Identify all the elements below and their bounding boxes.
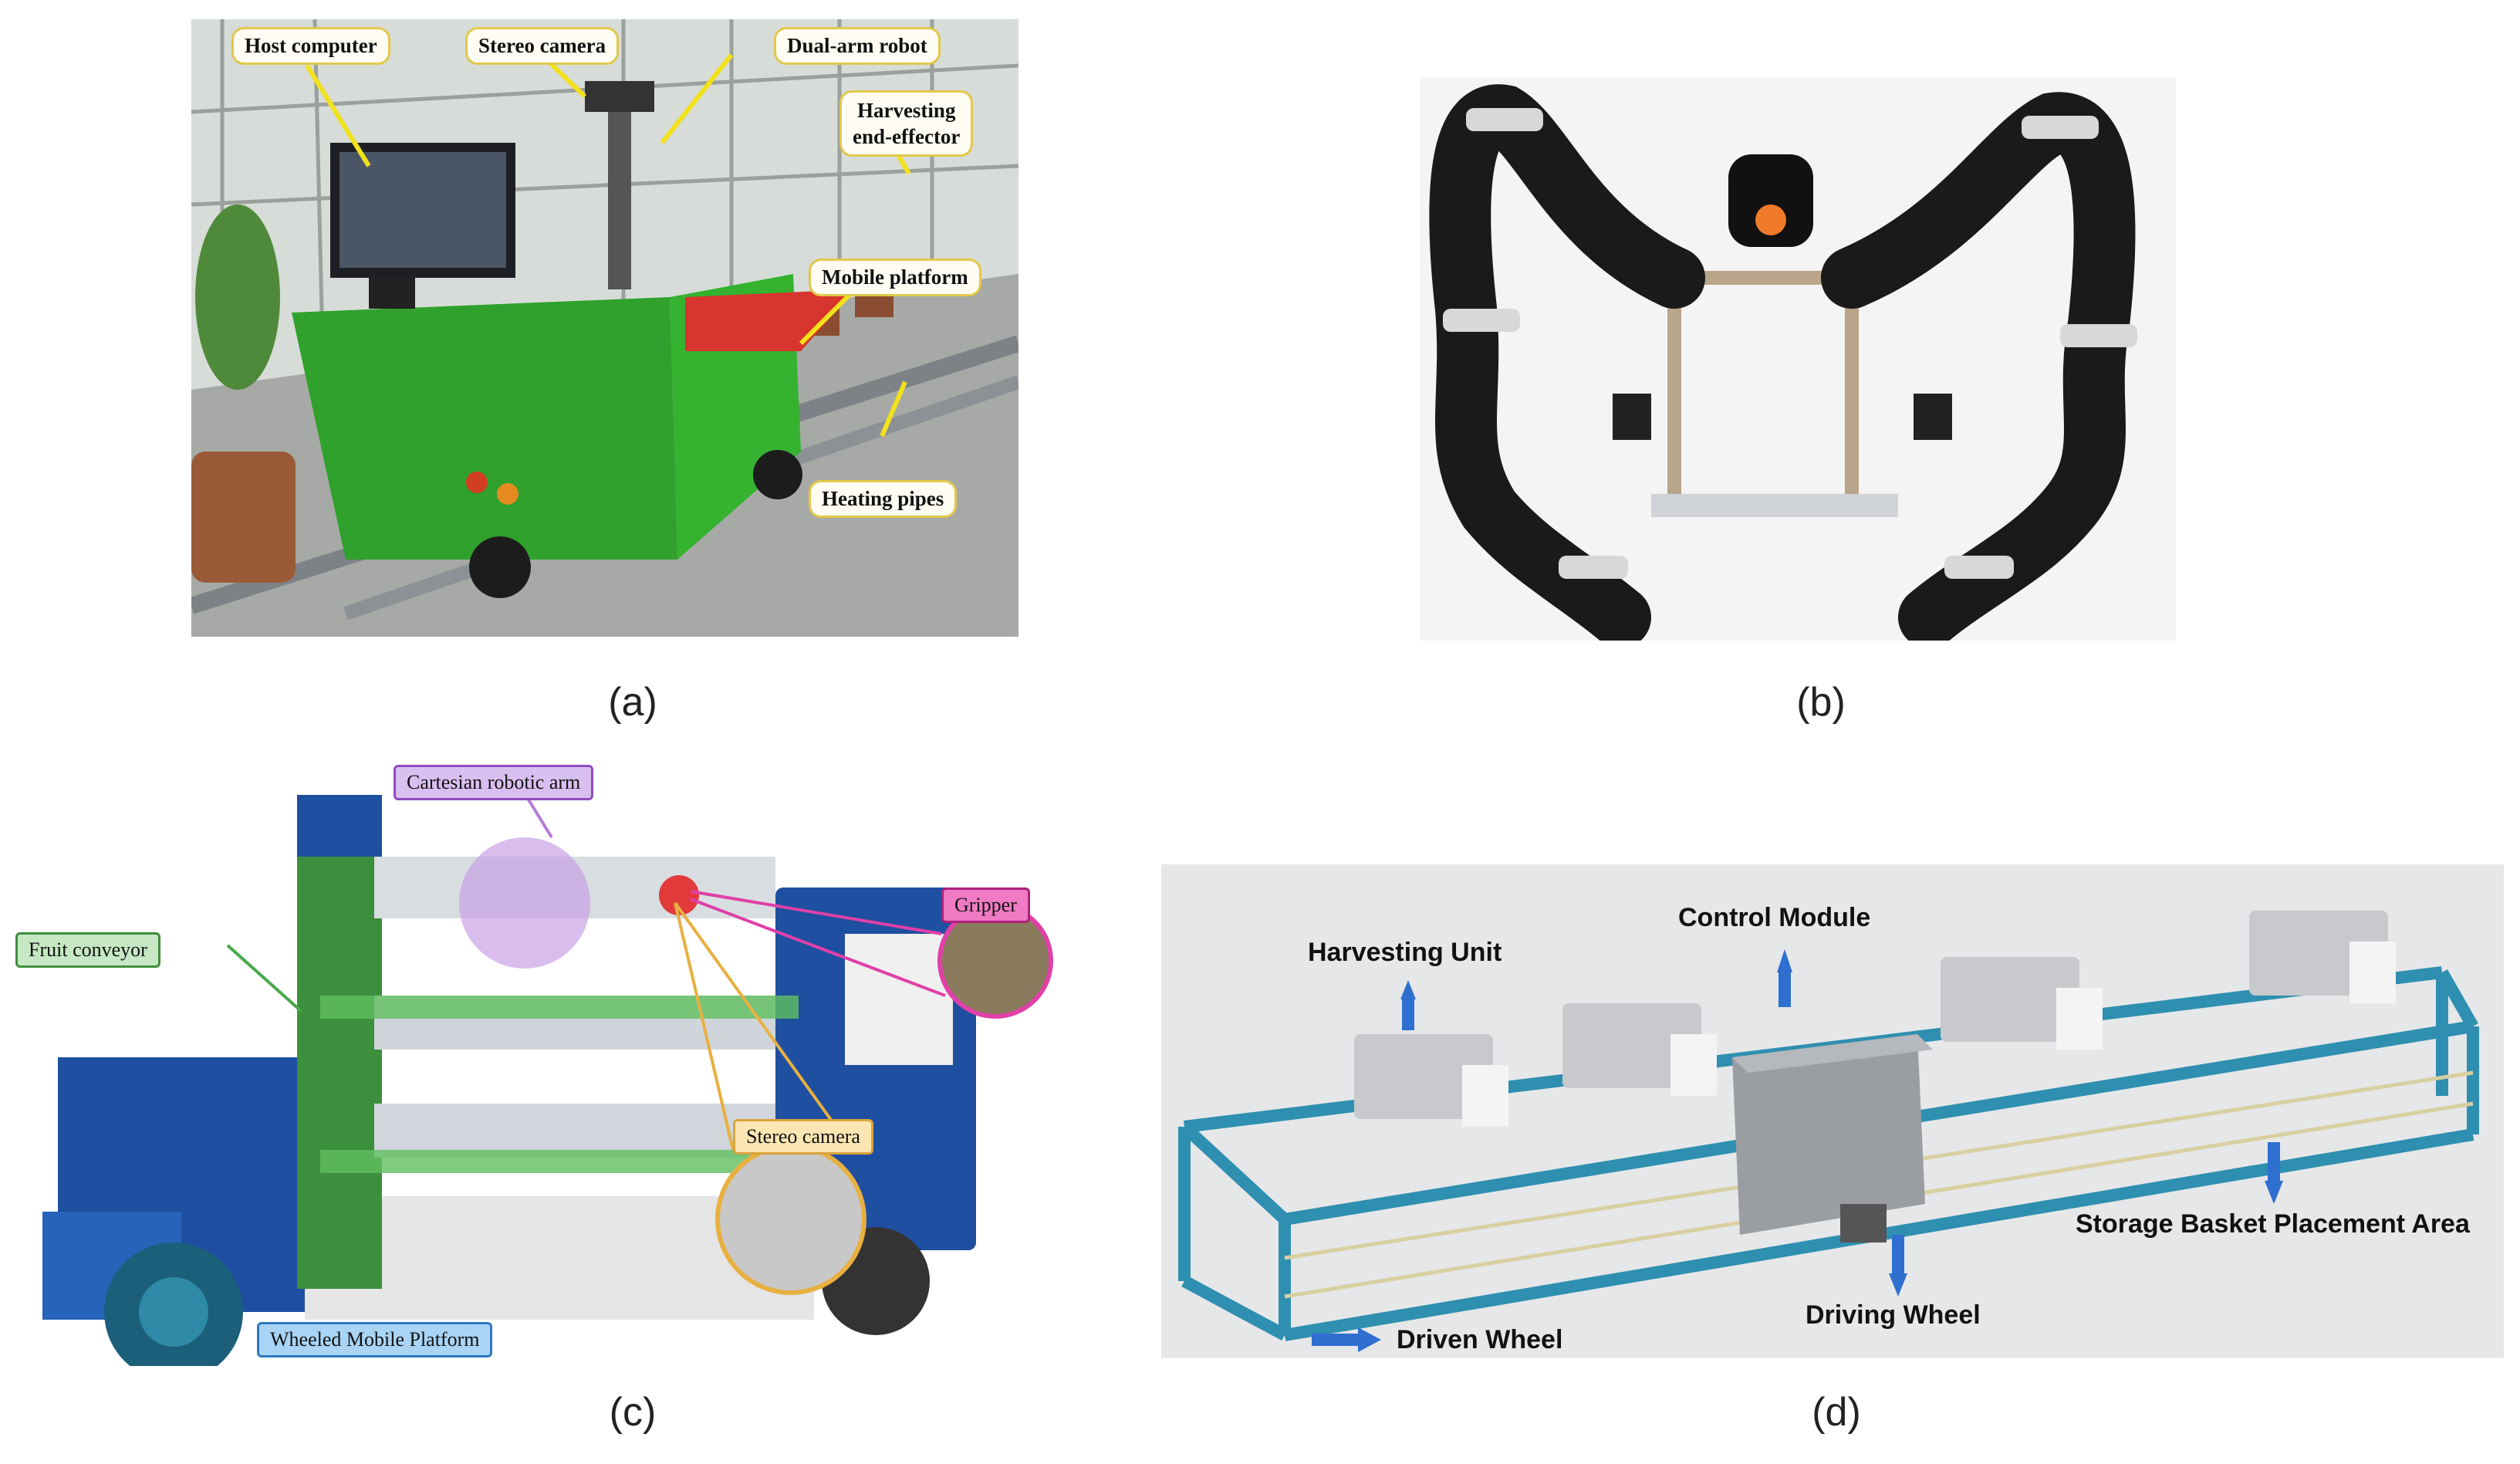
label-mobile-platform: Mobile platform [809, 259, 981, 296]
label-wheeled-mobile-platform: Wheeled Mobile Platform [257, 1322, 493, 1357]
label-control-module: Control Module [1678, 903, 1871, 932]
panel-a-photo: Host computer Stereo camera Dual-arm rob… [191, 19, 1018, 637]
label-driving-wheel: Driving Wheel [1806, 1300, 1981, 1330]
label-driven-wheel: Driven Wheel [1397, 1325, 1563, 1354]
panel-b-illustration [1429, 84, 2137, 641]
label-stereo-camera-c: Stereo camera [733, 1119, 873, 1155]
caption-d: (d) [1812, 1390, 1861, 1435]
caption-b: (b) [1796, 680, 1846, 725]
label-harvesting-end-effector: Harvesting end-effector [839, 90, 974, 157]
caption-c: (c) [609, 1390, 657, 1435]
panel-d-illustration [1178, 911, 2479, 1352]
label-stereo-camera: Stereo camera [465, 27, 620, 65]
label-fruit-conveyor: Fruit conveyor [15, 932, 160, 968]
label-heating-pipes: Heating pipes [809, 480, 958, 518]
panel-b-photo [1420, 77, 2176, 641]
panel-a-illustration [191, 19, 1018, 637]
label-storage-basket-area: Storage Basket Placement Area [2076, 1209, 2470, 1239]
label-host-computer: Host computer [231, 27, 390, 65]
panel-c-illustration-wrap: Cartesian robotic arm Gripper Fruit conv… [12, 764, 1092, 1366]
label-cartesian-robotic-arm: Cartesian robotic arm [394, 765, 594, 800]
caption-a: (a) [608, 680, 657, 725]
label-end-effector-line2: end-effector [853, 125, 961, 148]
label-gripper: Gripper [941, 888, 1030, 923]
label-dual-arm-robot: Dual-arm robot [774, 27, 941, 65]
label-harvesting-line1: Harvesting [856, 99, 956, 122]
panel-c-illustration [42, 786, 1053, 1366]
label-harvesting-unit: Harvesting Unit [1308, 938, 1502, 967]
panel-d-illustration-wrap: Harvesting Unit Control Module Storage B… [1161, 864, 2504, 1358]
